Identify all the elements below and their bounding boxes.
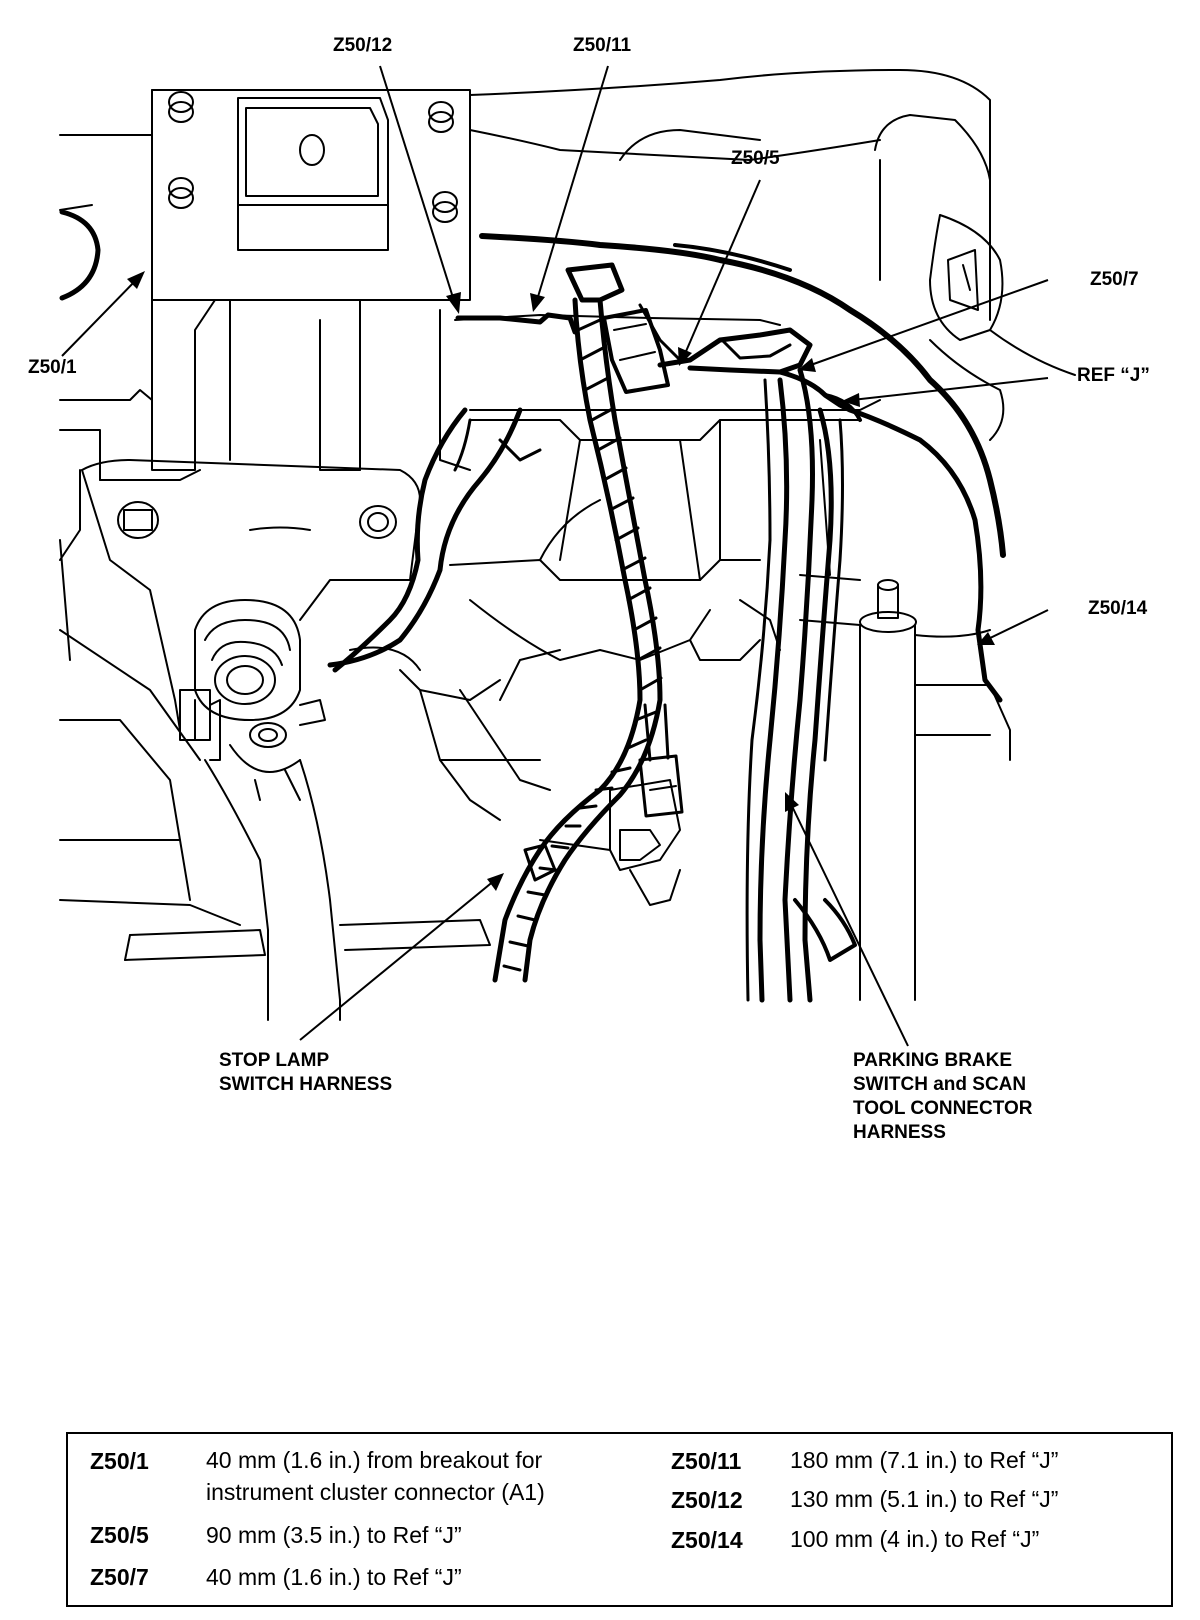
arrowhead-z50-12: [446, 292, 461, 314]
legend-value-z50-11: 180 mm (7.1 in.) to Ref “J”: [790, 1447, 1059, 1473]
legend-value-z50-1: 40 mm (1.6 in.) from breakout for instru…: [206, 1447, 545, 1505]
legend-key-z50-14: Z50/14: [671, 1527, 743, 1553]
label-ref-j: REF “J”: [1077, 365, 1150, 386]
label-z50-14: Z50/14: [1088, 598, 1148, 619]
label-z50-5: Z50/5: [731, 148, 780, 169]
legend-table: Z50/1 40 mm (1.6 in.) from breakout for …: [66, 1432, 1173, 1607]
arrowhead-stop-lamp: [487, 873, 504, 891]
label-z50-1: Z50/1: [28, 357, 77, 378]
leader-z50-12: [379, 65, 456, 305]
legend-key-z50-7: Z50/7: [90, 1564, 149, 1590]
legend-key-z50-11: Z50/11: [671, 1448, 742, 1474]
label-z50-7: Z50/7: [1090, 269, 1139, 290]
wiring-harness: [327, 233, 1006, 1003]
leader-parking-brake: [789, 801, 909, 1047]
legend-value-z50-12: 130 mm (5.1 in.) to Ref “J”: [790, 1486, 1059, 1512]
arrowhead-z50-11: [530, 293, 545, 312]
arrowhead-ref-j: [842, 393, 860, 407]
arrowhead-z50-14: [977, 632, 995, 645]
leader-lines: [61, 65, 1049, 1047]
leader-z50-5: [683, 179, 761, 357]
legend-value-z50-7: 40 mm (1.6 in.) to Ref “J”: [206, 1564, 462, 1590]
harness-trunk-left: [59, 209, 101, 301]
legend-key-z50-12: Z50/12: [671, 1487, 743, 1513]
leader-arrowheads: [127, 271, 995, 891]
leader-ref-j: [851, 377, 1049, 401]
label-stop-lamp-switch-harness: STOP LAMP SWITCH HARNESS: [219, 1050, 393, 1095]
legend-value-z50-14: 100 mm (4 in.) to Ref “J”: [790, 1526, 1040, 1552]
leader-z50-14: [985, 609, 1049, 641]
arrowhead-z50-1: [127, 271, 145, 289]
legend-value-z50-5: 90 mm (3.5 in.) to Ref “J”: [206, 1522, 462, 1548]
legend-key-z50-5: Z50/5: [90, 1522, 149, 1548]
arrowhead-z50-7: [798, 358, 816, 372]
arrowhead-z50-5: [678, 347, 692, 366]
label-z50-11: Z50/11: [573, 35, 632, 56]
legend-key-z50-1: Z50/1: [90, 1448, 149, 1474]
leader-z50-1: [61, 277, 139, 357]
label-z50-12: Z50/12: [333, 35, 393, 56]
mechanical-structure: [59, 69, 1076, 1021]
leader-z50-11: [536, 65, 609, 301]
leader-stop-lamp: [299, 879, 496, 1041]
arrowhead-parking-brake: [785, 792, 799, 812]
label-parking-brake-harness: PARKING BRAKE SWITCH and SCAN TOOL CONNE…: [853, 1050, 1033, 1143]
leader-z50-7: [807, 279, 1049, 367]
